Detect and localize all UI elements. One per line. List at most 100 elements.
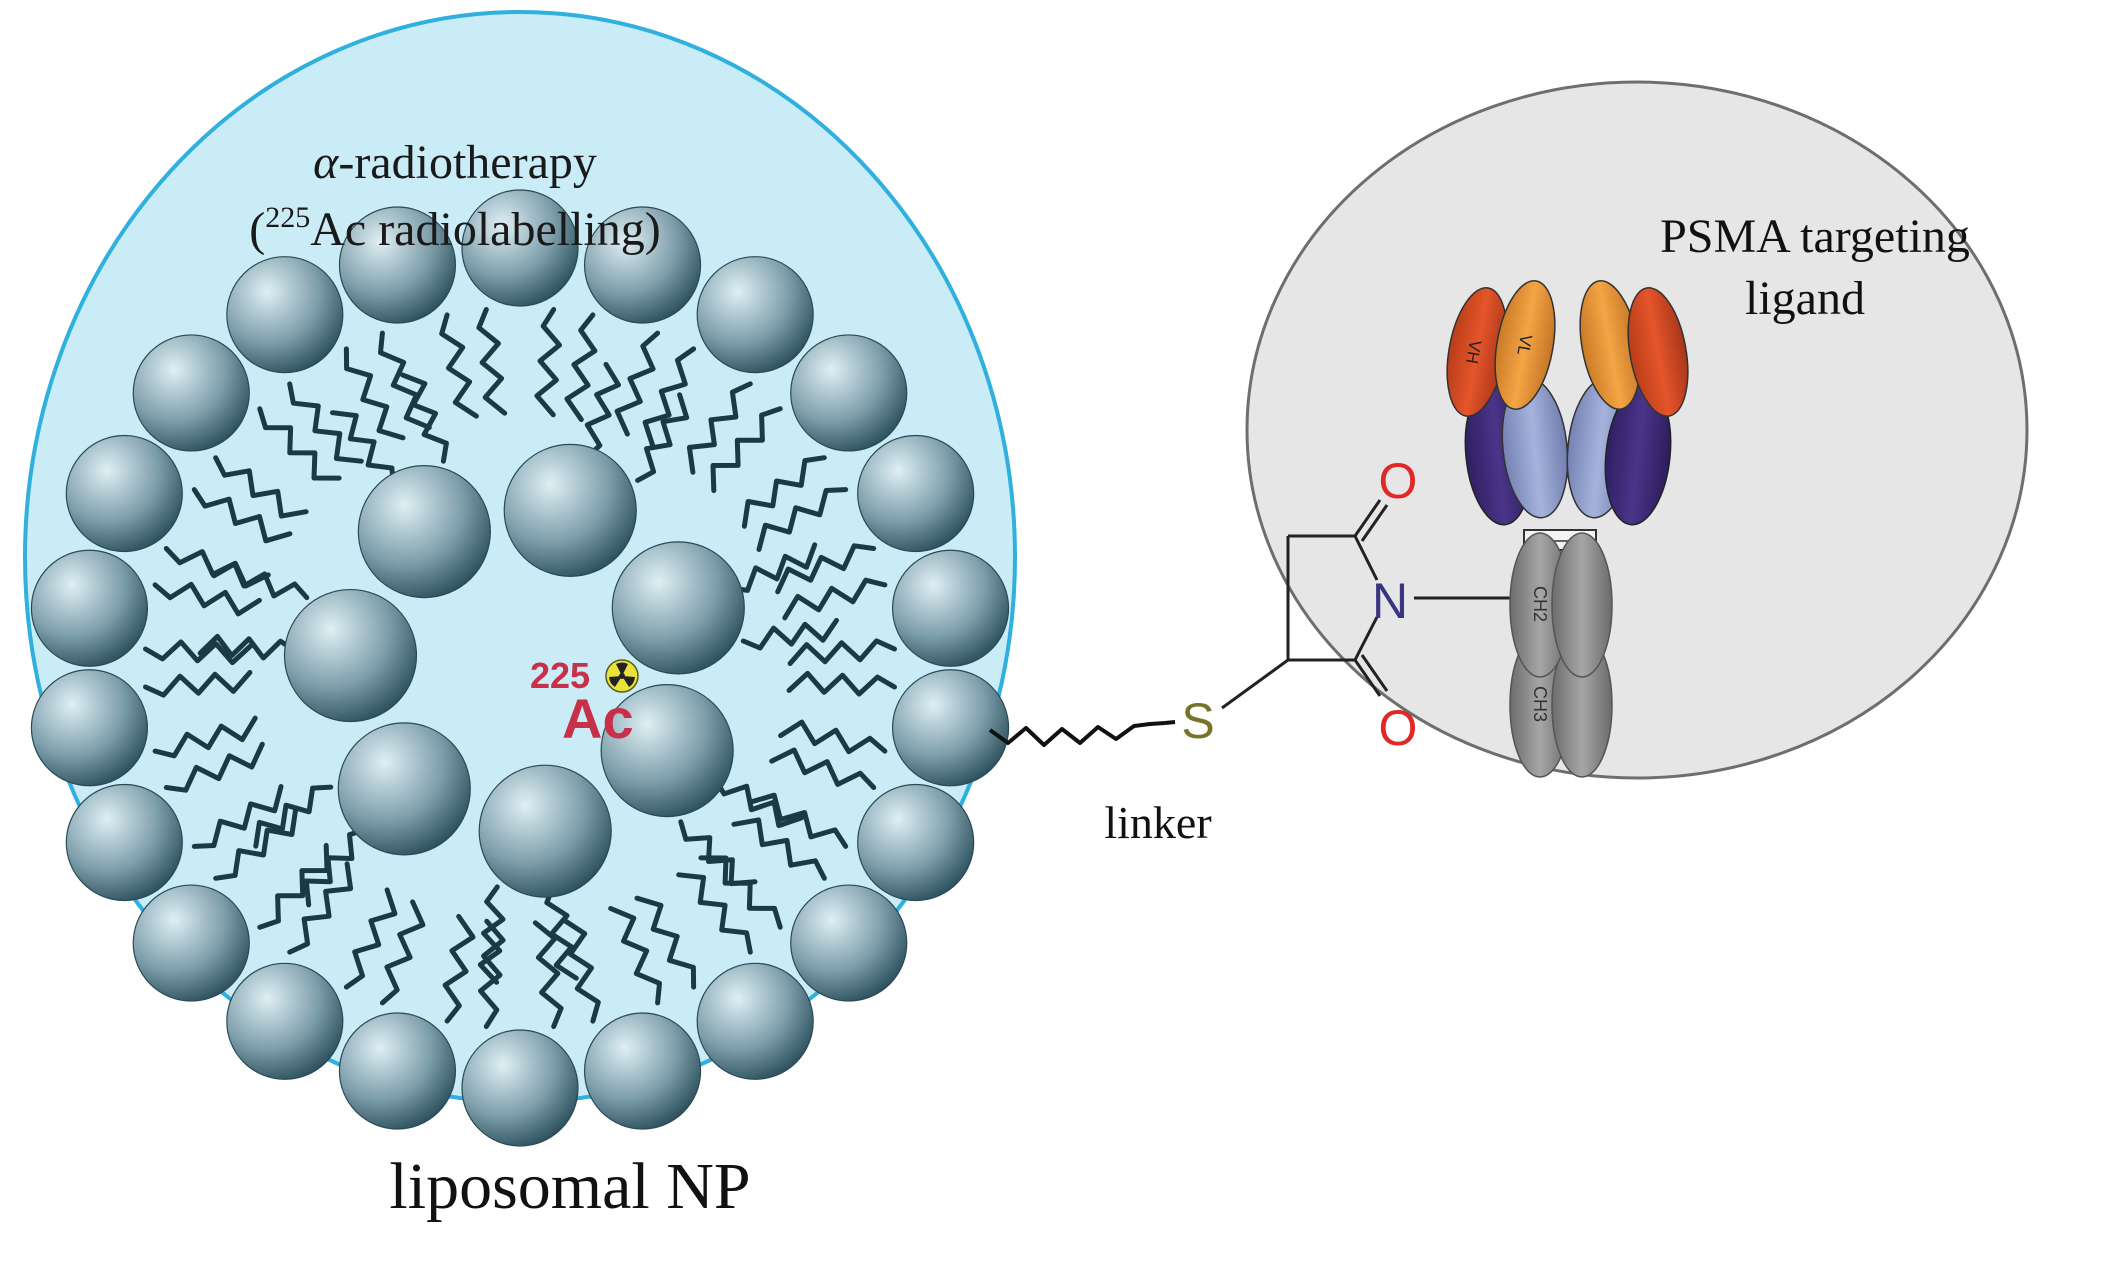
outer-lipid-head	[226, 962, 344, 1080]
radiation-icon	[605, 659, 639, 693]
lipid-tail	[731, 817, 827, 881]
actinium-mass: 225	[530, 655, 590, 696]
sulfur-atom: S	[1181, 693, 1214, 749]
inner-lipid-head	[600, 684, 734, 818]
psma-label-line2: ligand	[1745, 272, 1865, 325]
lipid-tail	[584, 361, 621, 461]
lipid-tail	[712, 775, 804, 829]
radiotherapy-title: α-radiotherapy	[313, 136, 597, 189]
lipid-tail	[143, 639, 254, 666]
actinium-label: 225 Ac	[530, 655, 639, 750]
inner-lipid-head	[337, 722, 471, 856]
lipid-tail	[608, 906, 662, 1006]
lipid-tail	[442, 913, 476, 1024]
lipid-tail	[614, 330, 661, 437]
outer-lipid-head	[891, 669, 1010, 787]
inner-lipid-head	[611, 541, 745, 675]
lipid-tail	[634, 895, 697, 990]
lipid-tail	[740, 617, 839, 651]
lipid-tail	[635, 392, 690, 483]
outer-lipid-head	[461, 189, 579, 307]
lipid-tail	[213, 455, 309, 519]
lipid-tail	[534, 307, 562, 418]
lipid-tail	[213, 807, 299, 881]
lipid-tail	[787, 638, 897, 666]
linker-chain	[988, 721, 1166, 747]
lipid-tail	[330, 410, 396, 489]
outer-lipid-head	[790, 334, 908, 452]
lipid-tail	[303, 826, 370, 908]
radiotherapy-word: -radiotherapy	[338, 136, 597, 189]
lipid-tail	[786, 670, 897, 697]
lipid-tail	[211, 561, 310, 601]
lipid-tail	[727, 542, 818, 593]
lipid-tail	[253, 784, 334, 849]
antibody: CH2 CH3 VH VL	[1446, 280, 1689, 778]
lipid-tail	[287, 381, 364, 464]
lipid-tail	[343, 346, 406, 441]
lipid-tail	[678, 819, 758, 887]
inner-lipid-head	[283, 588, 418, 723]
linker-label: linker	[1104, 797, 1211, 848]
lipid-tail	[152, 581, 262, 617]
lipid-tail	[564, 312, 598, 423]
inner-lipid-head	[357, 464, 491, 599]
vh-label: VH	[1462, 339, 1485, 366]
lipid-tail	[287, 861, 354, 955]
lipid-tail	[163, 741, 265, 793]
lipid-tail	[378, 330, 432, 430]
lipid-tail	[741, 455, 827, 529]
inner-lipid-head	[478, 764, 612, 898]
lipid-tail	[778, 719, 888, 755]
actinium-symbol: Ac	[562, 687, 634, 750]
outer-lipid-head	[891, 549, 1010, 667]
outer-lipid-head	[226, 256, 344, 374]
lipid-tail	[642, 346, 697, 449]
left-vl-domain	[1494, 280, 1556, 410]
outer-lipid-head	[857, 783, 975, 902]
outer-lipid-head	[583, 1012, 702, 1130]
lipid-tail	[756, 487, 849, 552]
lipid-tail	[477, 884, 506, 985]
outer-lipid-head	[132, 334, 250, 452]
outer-lipid-head	[461, 1029, 579, 1147]
vl-label: VL	[1513, 333, 1535, 357]
lipid-tail	[561, 917, 601, 1024]
radiolabelling-subtitle: (225Ac radiolabelling)	[249, 201, 661, 256]
ch3-label: CH3	[1530, 686, 1550, 722]
isotope-superscript: 225	[265, 201, 310, 234]
lipid-tail	[439, 312, 479, 419]
lipid-tail	[544, 883, 579, 981]
sulfur-bond	[1221, 658, 1289, 710]
fc-ch2-right	[1551, 532, 1613, 678]
alpha-symbol: α	[313, 136, 339, 189]
lipid-tail	[676, 872, 753, 955]
outer-lipid-head	[790, 884, 908, 1002]
oxygen-atom-top: O	[1379, 453, 1418, 509]
lipid-tail	[191, 784, 284, 849]
outer-lipid-head	[338, 1012, 457, 1130]
lipid-tail	[143, 670, 253, 698]
maleimide-ring	[1286, 499, 1389, 697]
outer-lipid-head	[30, 669, 149, 787]
lipid-tail	[152, 715, 258, 759]
inner-lipid-head	[503, 443, 637, 577]
outer-lipid-head	[65, 434, 183, 553]
right-vh-domain	[1627, 287, 1689, 417]
lipid-tail	[343, 887, 398, 990]
outer-lipid-head	[132, 884, 250, 1002]
lipid-tail	[686, 381, 753, 475]
lipid-heads	[30, 189, 1010, 1147]
liposome-caption: liposomal NP	[389, 1150, 750, 1223]
lipid-tail	[257, 406, 342, 481]
lipid-tail	[476, 307, 508, 416]
nitrogen-atom: N	[1372, 573, 1408, 629]
lipid-tail	[710, 406, 783, 494]
lipid-tail	[782, 577, 888, 621]
psma-label-line1: PSMA targeting	[1660, 210, 1970, 263]
lipid-tail	[775, 543, 877, 595]
outer-lipid-head	[30, 549, 149, 667]
lipid-tail	[197, 633, 299, 661]
